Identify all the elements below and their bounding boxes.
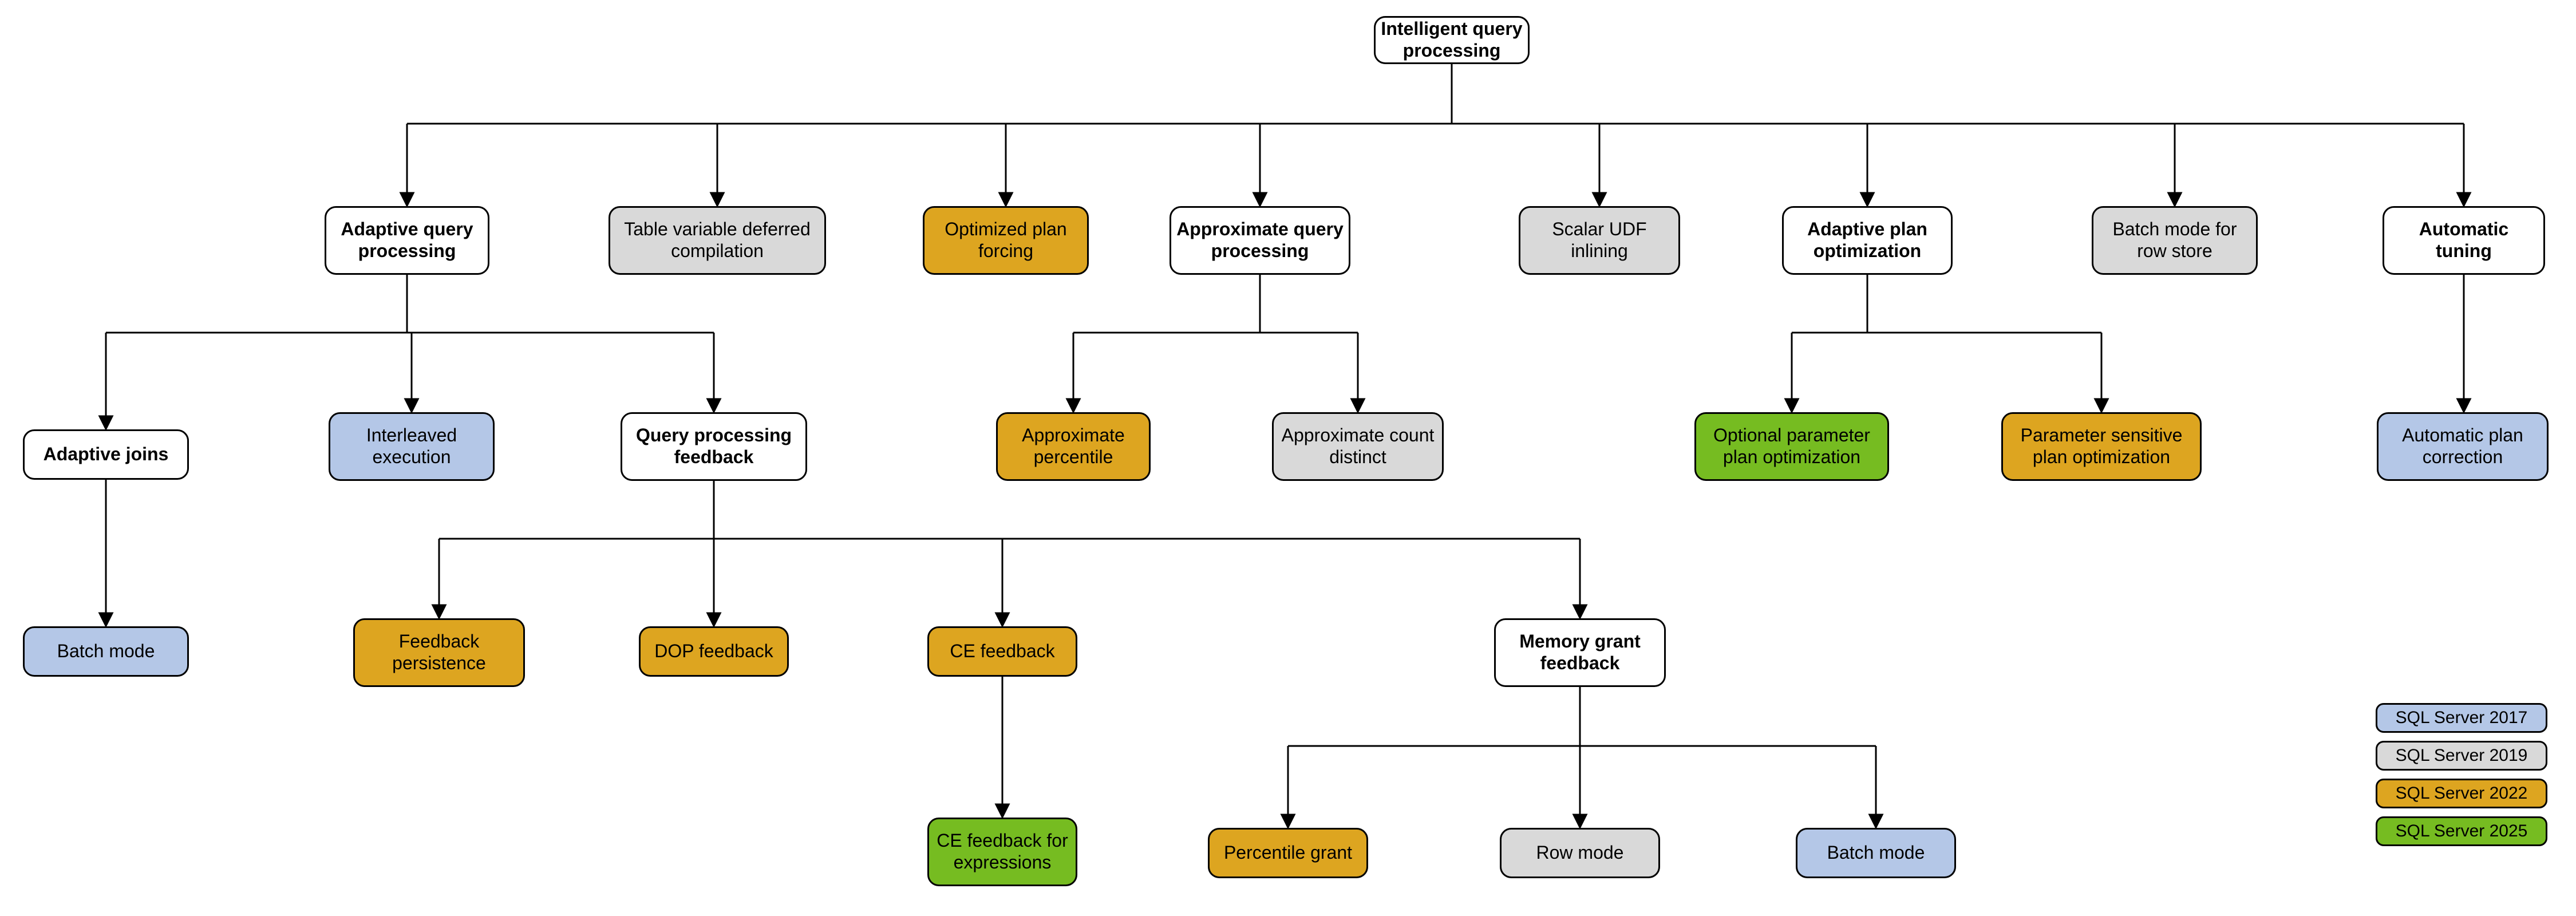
- node-pctgrant[interactable]: Percentile grant: [1208, 828, 1368, 878]
- node-batchmode1[interactable]: Batch mode: [23, 626, 189, 677]
- node-feedbackpers[interactable]: Feedback persistence: [353, 618, 525, 687]
- node-oppo[interactable]: Optional parameter plan optimization: [1694, 412, 1889, 481]
- node-udf[interactable]: Scalar UDF inlining: [1519, 206, 1680, 275]
- node-opf[interactable]: Optimized plan forcing: [923, 206, 1089, 275]
- node-apc[interactable]: Automatic plan correction: [2377, 412, 2549, 481]
- node-batchmode2[interactable]: Batch mode: [1796, 828, 1956, 878]
- node-dopfeedback[interactable]: DOP feedback: [639, 626, 789, 677]
- node-autotune[interactable]: Automatic tuning: [2383, 206, 2545, 275]
- node-approxpct[interactable]: Approximate percentile: [996, 412, 1151, 481]
- node-cefeedbackexpr[interactable]: CE feedback for expressions: [927, 818, 1077, 886]
- node-tvdc[interactable]: Table variable deferred compilation: [609, 206, 826, 275]
- node-memgrant[interactable]: Memory grant feedback: [1494, 618, 1666, 687]
- legend-item-sql-server-2025: SQL Server 2025: [2376, 816, 2547, 846]
- legend-item-sql-server-2019: SQL Server 2019: [2376, 741, 2547, 771]
- node-apq[interactable]: Approximate query processing: [1170, 206, 1350, 275]
- node-approxcd[interactable]: Approximate count distinct: [1272, 412, 1444, 481]
- legend-item-sql-server-2022: SQL Server 2022: [2376, 779, 2547, 808]
- node-adaptivejoins[interactable]: Adaptive joins: [23, 429, 189, 480]
- node-apo[interactable]: Adaptive plan optimization: [1782, 206, 1953, 275]
- node-qpf[interactable]: Query processing feedback: [621, 412, 807, 481]
- node-aqp[interactable]: Adaptive query processing: [325, 206, 489, 275]
- node-bmrs[interactable]: Batch mode for row store: [2092, 206, 2258, 275]
- node-interleaved[interactable]: Interleaved execution: [329, 412, 495, 481]
- node-rowmode[interactable]: Row mode: [1500, 828, 1660, 878]
- node-root[interactable]: Intelligent query processing: [1374, 16, 1530, 64]
- node-pspo[interactable]: Parameter sensitive plan optimization: [2001, 412, 2202, 481]
- node-cefeedback[interactable]: CE feedback: [927, 626, 1077, 677]
- legend-item-sql-server-2017: SQL Server 2017: [2376, 703, 2547, 733]
